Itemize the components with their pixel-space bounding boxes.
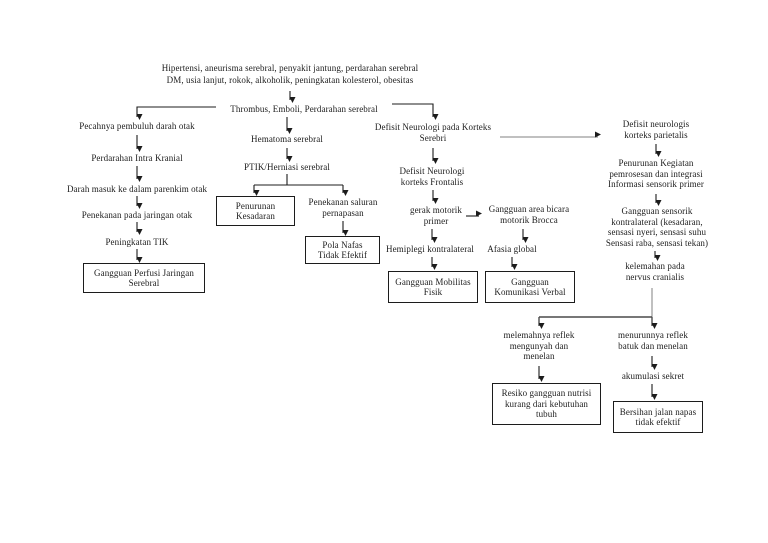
node-text: Penekanan pada jaringan otak	[81, 210, 193, 220]
node-text: melemahnya reflek	[503, 330, 575, 340]
node-text: motorik Brocca	[500, 214, 558, 225]
diagnosis-penurunan-kesadaran: Penurunan Kesadaran	[216, 196, 295, 226]
node-afasia-global: Afasia global	[472, 244, 552, 255]
node-text: Hematoma serebral	[251, 134, 323, 144]
node-text: kelemahan pada	[625, 261, 685, 271]
diagnosis-pola-nafas: Pola Nafas Tidak Efektif	[305, 236, 380, 264]
node-risk-factors: Hipertensi, aneurisma serebral, penyakit…	[140, 62, 440, 86]
node-text: Pecahnya pembuluh darah otak	[79, 121, 195, 131]
node-akumulasi-sekret: akumulasi sekret	[603, 371, 703, 382]
node-text: Peningkatan TIK	[105, 237, 169, 247]
node-text: Afasia global	[487, 244, 537, 254]
node-text: korteks parietalis	[624, 129, 688, 140]
node-text: Gangguan Mobilitas	[395, 276, 471, 287]
node-text: Serebri	[419, 132, 447, 143]
node-penurunan-kegiatan-pemrosesan: Penurunan Kegiatan pemrosesan dan integr…	[591, 158, 721, 190]
node-text: menurunnya reflek	[618, 330, 688, 340]
node-text: Defisit Neurologi pada Korteks	[374, 122, 492, 132]
node-text: Penurunan	[235, 200, 276, 211]
node-text: Penurunan Kegiatan	[618, 158, 694, 168]
node-ptik-herniasi: PTIK/Herniasi serebral	[222, 162, 352, 173]
node-text: Serebral	[128, 278, 160, 288]
node-text: Resiko gangguan nutrisi	[501, 388, 592, 399]
node-defisit-korteks-serebri: Defisit Neurologi pada Korteks Serebri	[363, 122, 503, 143]
node-text: Thrombus, Emboli, Perdarahan serebral	[230, 104, 378, 114]
node-text: sensasi nyeri, sensasi suhu	[607, 227, 707, 237]
node-defisit-korteks-parietalis: Defisit neurologis korteks parietalis	[601, 119, 711, 140]
risk-factors-line1: Hipertensi, aneurisma serebral, penyakit…	[161, 63, 419, 73]
diagnosis-gangguan-komunikasi: Gangguan Komunikasi Verbal	[485, 271, 575, 303]
node-text: Informasi sensorik primer	[608, 179, 704, 189]
node-text: nervus cranialis	[625, 271, 685, 282]
node-text: tubuh	[535, 409, 557, 420]
node-darah-masuk-parenkim: Darah masuk ke dalam parenkim otak	[62, 184, 212, 195]
diagnosis-gangguan-perfusi: Gangguan Perfusi Jaringan Serebral	[83, 263, 205, 293]
node-text: Sensasi raba, sensasi tekan)	[605, 237, 709, 248]
node-text: PTIK/Herniasi serebral	[244, 162, 330, 172]
diagnosis-gangguan-mobilitas: Gangguan Mobilitas Fisik	[388, 271, 478, 303]
node-gangguan-area-bicara: Gangguan area bicara motorik Brocca	[474, 204, 584, 225]
risk-factors-line2: DM, usia lanjut, rokok, alkoholik, penin…	[166, 75, 414, 85]
node-text: Pola Nafas	[322, 239, 363, 250]
node-text: Defisit neurologis	[622, 119, 690, 129]
node-text: Fisik	[423, 287, 443, 297]
node-text: tidak efektif	[635, 417, 681, 427]
node-peningkatan-tik: Peningkatan TIK	[87, 237, 187, 248]
node-text: Gangguan Perfusi Jaringan	[94, 267, 194, 278]
node-text: korteks Frontalis	[400, 176, 464, 187]
node-text: kontralateral (kesadaran,	[611, 216, 703, 227]
node-thrombus: Thrombus, Emboli, Perdarahan serebral	[214, 104, 394, 115]
node-text: Gangguan sensorik	[621, 206, 693, 216]
node-text: Defisit Neurologi	[399, 166, 465, 176]
node-text: Hemiplegi kontralateral	[385, 244, 474, 254]
node-penekanan-jaringan-otak: Penekanan pada jaringan otak	[67, 210, 207, 221]
node-defisit-korteks-frontalis: Defisit Neurologi korteks Frontalis	[377, 166, 487, 187]
node-text: Kesadaran	[236, 211, 275, 221]
node-penekanan-saluran-pernapasan: Penekanan saluran pernapasan	[293, 197, 393, 218]
node-text: gerak motorik	[409, 205, 463, 215]
node-gerak-motorik-primer: gerak motorik primer	[396, 205, 476, 226]
node-kelemahan-nervus-cranialis: kelemahan pada nervus cranialis	[605, 261, 705, 282]
node-text: Darah masuk ke dalam parenkim otak	[66, 184, 208, 194]
node-text: Tidak Efektif	[317, 250, 368, 260]
node-text: Gangguan area bicara	[488, 204, 570, 214]
node-text: kurang dari kebutuhan	[504, 398, 589, 409]
diagnosis-bersihan-jalan-napas: Bersihan jalan napas tidak efektif	[613, 401, 703, 433]
node-text: mengunyah dan	[509, 340, 569, 351]
node-pecahnya-pembuluh: Pecahnya pembuluh darah otak	[67, 121, 207, 132]
node-text: pemrosesan dan integrasi	[609, 168, 703, 179]
node-text: Penekanan saluran	[308, 197, 378, 207]
node-text: Gangguan	[511, 276, 549, 287]
node-hemiplegi-kontralateral: Hemiplegi kontralateral	[370, 244, 490, 255]
node-gangguan-sensorik-kontralateral: Gangguan sensorik kontralateral (kesadar…	[587, 206, 727, 248]
node-menurunnya-reflek-batuk: menurunnya reflek batuk dan menelan	[598, 330, 708, 351]
node-melemahnya-reflek-mengunyah: melemahnya reflek mengunyah dan menelan	[484, 330, 594, 362]
node-text: akumulasi sekret	[621, 371, 685, 381]
node-text: Komunikasi Verbal	[494, 287, 566, 297]
node-text: Perdarahan Intra Kranial	[91, 153, 183, 163]
node-text: pernapasan	[322, 207, 364, 218]
node-text: menelan	[523, 351, 555, 361]
diagnosis-resiko-nutrisi: Resiko gangguan nutrisi kurang dari kebu…	[492, 383, 601, 425]
node-perdarahan-intra-kranial: Perdarahan Intra Kranial	[67, 153, 207, 164]
node-text: Bersihan jalan napas	[619, 406, 697, 417]
node-text: batuk dan menelan	[618, 340, 688, 351]
node-text: primer	[423, 215, 449, 226]
node-hematoma-serebral: Hematoma serebral	[232, 134, 342, 145]
